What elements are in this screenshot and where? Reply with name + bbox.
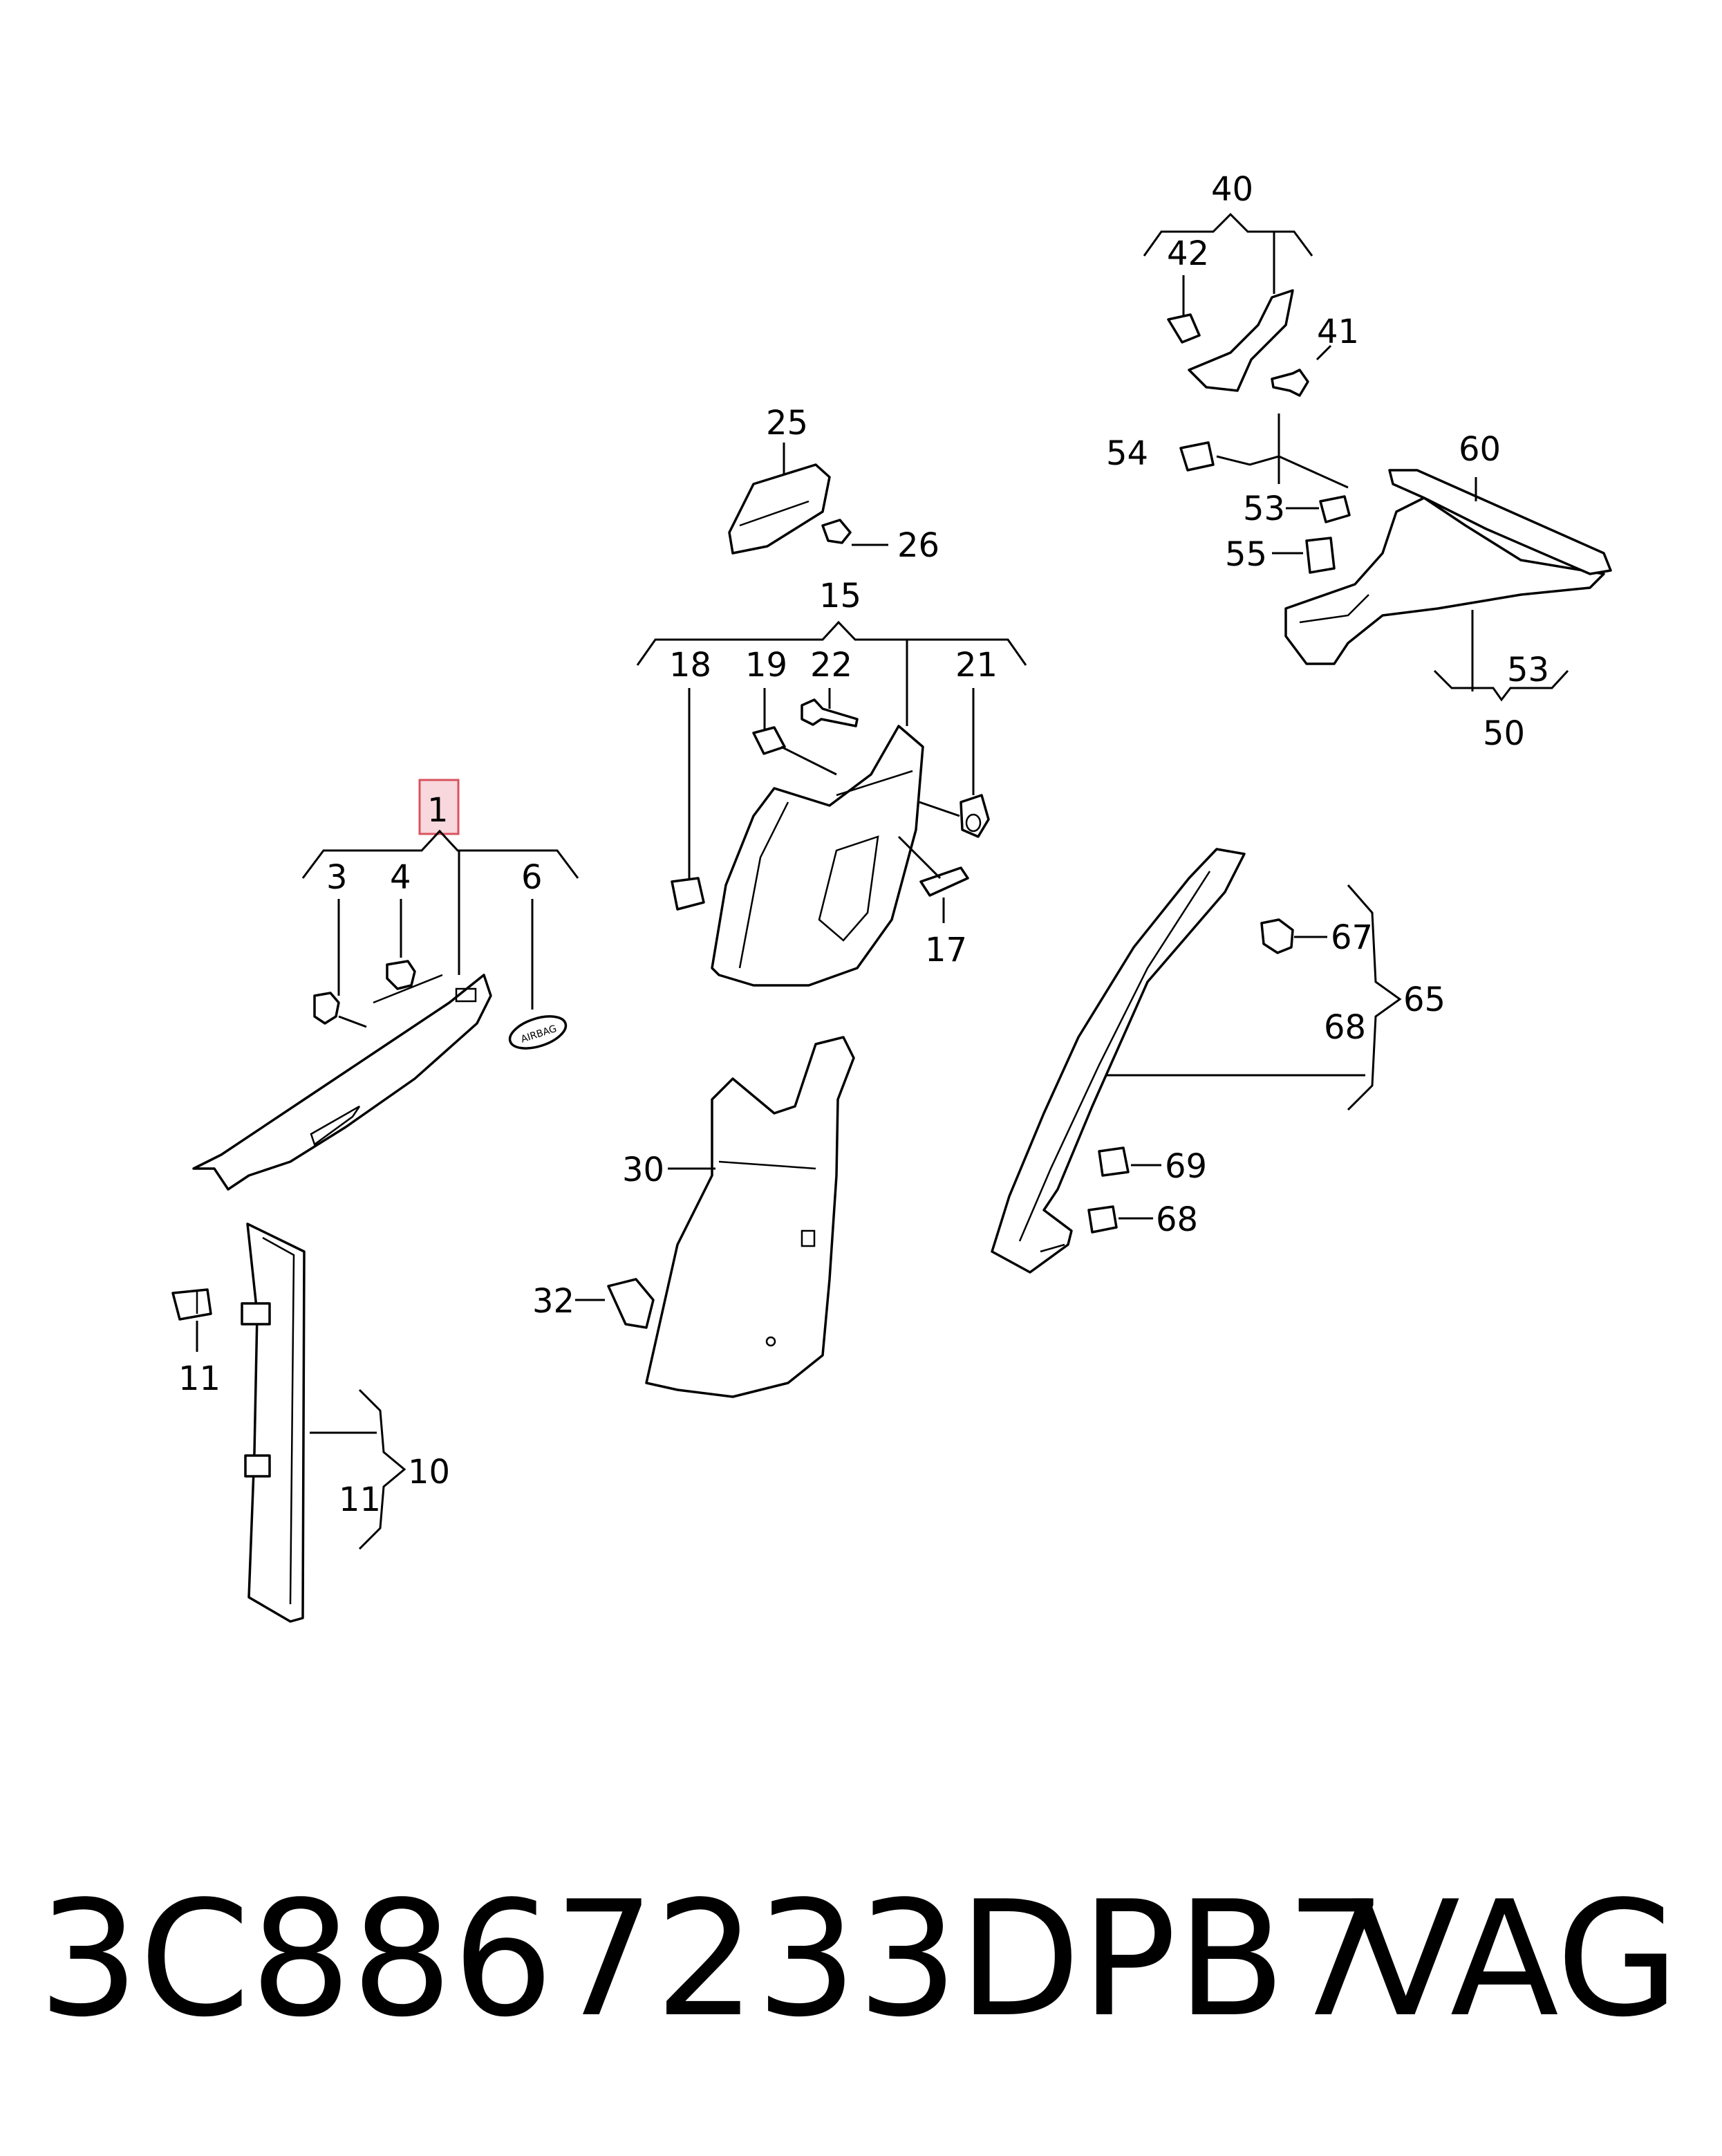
bracket-10 [358, 1388, 406, 1550]
b-pillar-upper-trim [711, 725, 924, 987]
callout-69[interactable]: 69 [1165, 1147, 1207, 1186]
bracket-40 [1143, 212, 1313, 257]
callout-25[interactable]: 25 [766, 404, 808, 443]
group-10-pillar-trim: 11 10 11 [171, 1223, 450, 1623]
callout-40[interactable]: 40 [1211, 170, 1253, 209]
clip-55 [1305, 537, 1336, 574]
clip-67 [1260, 918, 1294, 954]
clip-69 [1098, 1146, 1130, 1177]
bracket-1 [301, 829, 579, 879]
callout-60[interactable]: 60 [1459, 430, 1501, 469]
bracket-50 [1433, 669, 1569, 702]
callout-21[interactable]: 21 [955, 646, 998, 685]
screw-41 [1271, 369, 1309, 397]
callout-6[interactable]: 6 [521, 858, 543, 897]
group-50-c-pillar: 54 53 55 60 53 50 [1106, 413, 1612, 753]
pillar-trim-10 [246, 1223, 306, 1623]
footer: 3C8867233DPB7 VAG [38, 1870, 1697, 2057]
bracket-part-40 [1188, 289, 1294, 392]
callout-11-bracket[interactable]: 11 [339, 1480, 381, 1519]
clip-4 [386, 960, 416, 990]
clip-53 [1319, 495, 1351, 523]
seal-60 [1388, 469, 1612, 575]
callout-32[interactable]: 32 [532, 1282, 574, 1321]
callout-18[interactable]: 18 [669, 646, 711, 685]
callout-11-left[interactable]: 11 [178, 1359, 221, 1398]
clip-19 [752, 726, 786, 755]
callout-3[interactable]: 3 [326, 858, 348, 897]
airbag-badge: AIRBAG [508, 1015, 568, 1050]
callout-65[interactable]: 65 [1403, 981, 1445, 1019]
group-65-rear-pillar: 67 65 68 69 68 [991, 848, 1445, 1274]
clip-11 [171, 1288, 212, 1321]
screw-22 [801, 698, 859, 727]
bracket-15 [636, 620, 1027, 666]
part-25-bracket [728, 463, 831, 555]
callout-30[interactable]: 30 [622, 1151, 664, 1189]
callout-68-bracket[interactable]: 68 [1324, 1008, 1366, 1047]
bracket-65 [1347, 884, 1402, 1111]
callout-17[interactable]: 17 [925, 931, 967, 969]
callout-67[interactable]: 67 [1331, 918, 1373, 957]
callout-42[interactable]: 42 [1167, 234, 1209, 273]
c-pillar-trim-panel [1284, 496, 1605, 665]
clip-18 [671, 877, 705, 911]
callout-10[interactable]: 10 [408, 1453, 450, 1491]
clip-32 [607, 1278, 655, 1329]
callout-68[interactable]: 68 [1156, 1200, 1198, 1239]
airbag-badge-17 [919, 866, 969, 897]
clip-68 [1087, 1205, 1118, 1234]
group-30-b-pillar-lower: 30 32 [532, 1036, 855, 1398]
rear-pillar-trim [991, 848, 1246, 1274]
callout-54[interactable]: 54 [1106, 434, 1148, 473]
b-pillar-lower-trim [645, 1036, 855, 1398]
callout-4[interactable]: 4 [390, 858, 411, 897]
clip-3 [313, 992, 340, 1025]
callout-22[interactable]: 22 [810, 646, 852, 685]
group-1-a-pillar-trim: 1 3 4 6 AIRBAG [192, 779, 579, 1191]
group-40-upper-right: 40 42 41 [1143, 170, 1359, 397]
callout-1[interactable]: 1 [427, 791, 449, 830]
callout-53-upper[interactable]: 53 [1243, 490, 1285, 528]
callout-41[interactable]: 41 [1317, 313, 1359, 351]
callout-55[interactable]: 55 [1225, 535, 1267, 574]
callout-19[interactable]: 19 [745, 646, 787, 685]
part-number: 3C8867233DPB7 [38, 1868, 1387, 2052]
callout-1-highlight[interactable] [418, 779, 460, 835]
callout-15[interactable]: 15 [819, 577, 861, 615]
screw-26 [821, 519, 852, 544]
clip-42 [1167, 313, 1201, 344]
brand-label: VAG [1351, 1868, 1680, 2052]
a-pillar-trim-panel [192, 974, 492, 1191]
callout-53-lower[interactable]: 53 [1507, 651, 1549, 689]
clip-54 [1179, 441, 1215, 472]
callout-50[interactable]: 50 [1483, 714, 1525, 753]
group-15-b-pillar-upper: 25 26 15 18 19 22 21 [636, 404, 1027, 987]
callout-26[interactable]: 26 [897, 526, 939, 565]
